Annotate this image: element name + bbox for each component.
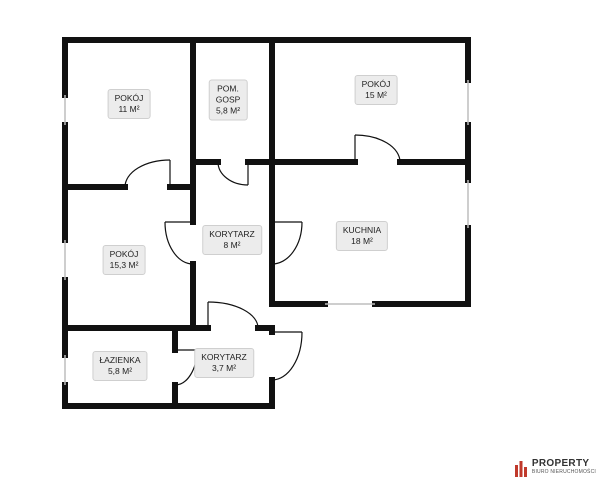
room-label-korytarz-1: KORYTARZ 8 M² bbox=[202, 225, 262, 255]
room-name: KUCHNIA bbox=[342, 225, 382, 235]
room-name: POM. GOSP bbox=[215, 83, 241, 105]
room-name: POKÓJ bbox=[361, 79, 391, 89]
room-area: 3,7 M² bbox=[211, 363, 237, 373]
room-name: POKÓJ bbox=[109, 249, 139, 259]
room-name: KORYTARZ bbox=[201, 352, 247, 362]
room-name: POKÓJ bbox=[114, 93, 144, 103]
room-name: ŁAZIENKA bbox=[99, 355, 141, 365]
room-label-pokoj-3: POKÓJ 15,3 M² bbox=[102, 245, 146, 275]
room-label-korytarz-2: KORYTARZ 3,7 M² bbox=[194, 348, 254, 378]
room-area: 5,8 M² bbox=[107, 366, 133, 376]
room-area: 15 M² bbox=[365, 90, 387, 100]
company-logo: PROPERTY BIURO NIERUCHOMOŚCI bbox=[514, 459, 596, 477]
building-icon bbox=[514, 461, 527, 477]
room-label-pom-gosp: POM. GOSP 5,8 M² bbox=[208, 79, 248, 121]
room-label-pokoj-2: POKÓJ 15 M² bbox=[354, 75, 398, 105]
room-label-lazienka: ŁAZIENKA 5,8 M² bbox=[92, 351, 148, 381]
logo-brand: PROPERTY bbox=[531, 458, 590, 469]
room-area: 5,8 M² bbox=[215, 105, 241, 116]
room-name: KORYTARZ bbox=[209, 229, 255, 239]
room-area: 8 M² bbox=[223, 240, 241, 250]
room-area: 11 M² bbox=[118, 104, 140, 114]
room-label-pokoj-1: POKÓJ 11 M² bbox=[107, 89, 151, 119]
windows bbox=[64, 80, 469, 385]
room-area: 15,3 M² bbox=[109, 260, 139, 270]
room-area: 18 M² bbox=[351, 236, 373, 246]
walls bbox=[62, 37, 471, 409]
room-label-kuchnia: KUCHNIA 18 M² bbox=[335, 221, 389, 251]
logo-tagline: BIURO NIERUCHOMOŚCI bbox=[531, 469, 596, 475]
doors bbox=[124, 134, 401, 386]
